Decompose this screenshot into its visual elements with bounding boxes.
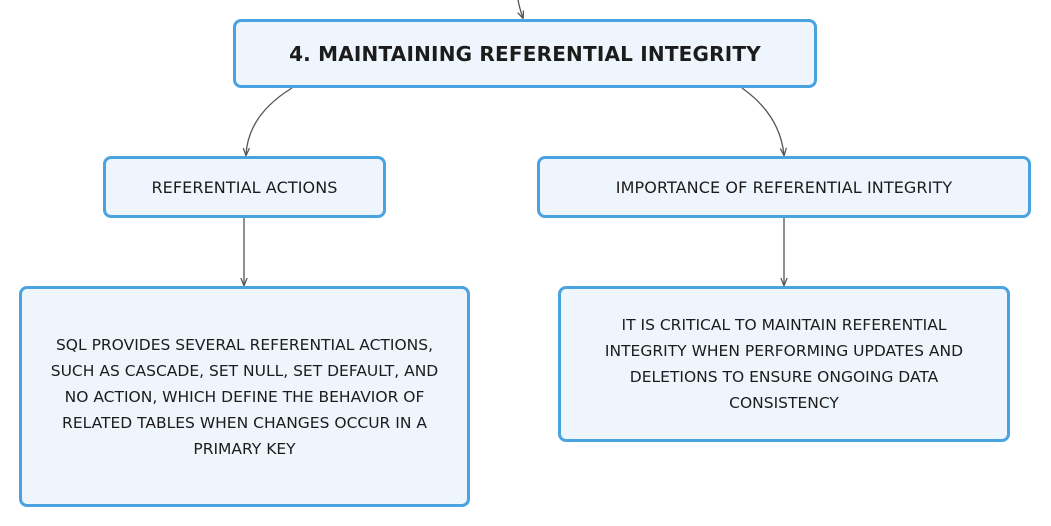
detail-referential-actions[interactable]: SQL PROVIDES SEVERAL REFERENTIAL ACTIONS…: [19, 286, 470, 507]
connector-from-parent: [518, 0, 523, 18]
connector-root-to-importance: [741, 87, 784, 155]
detail-importance-of-referential-integrity[interactable]: IT IS CRITICAL TO MAINTAIN REFERENTIAL I…: [558, 286, 1010, 442]
root-topic-node[interactable]: 4. MAINTAINING REFERENTIAL INTEGRITY: [233, 19, 817, 88]
detail-referential-actions-text: SQL PROVIDES SEVERAL REFERENTIAL ACTIONS…: [50, 335, 439, 458]
detail-importance-text: IT IS CRITICAL TO MAINTAIN REFERENTIAL I…: [604, 316, 964, 412]
connector-root-to-referential-actions: [246, 87, 293, 155]
subtopic-importance-label: IMPORTANCE OF REFERENTIAL INTEGRITY: [615, 177, 953, 197]
subtopic-importance-of-referential-integrity[interactable]: IMPORTANCE OF REFERENTIAL INTEGRITY: [537, 156, 1031, 218]
subtopic-referential-actions-label: REFERENTIAL ACTIONS: [151, 177, 338, 197]
root-topic-label: 4. MAINTAINING REFERENTIAL INTEGRITY: [289, 41, 761, 66]
subtopic-referential-actions[interactable]: REFERENTIAL ACTIONS: [103, 156, 386, 218]
